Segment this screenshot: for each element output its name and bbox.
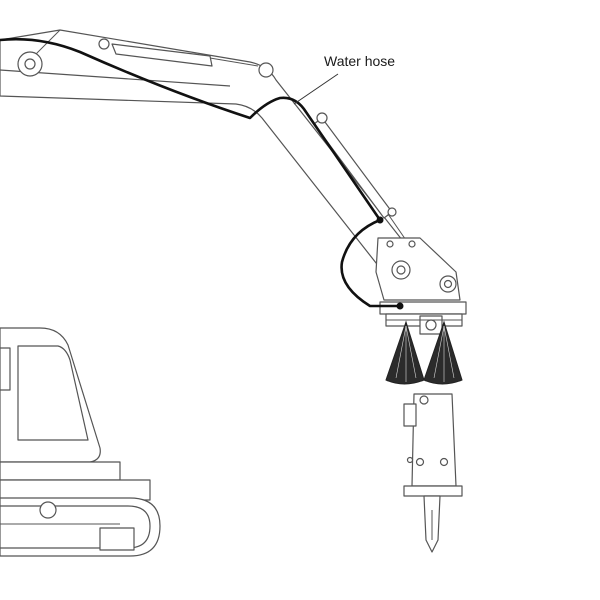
water-hose-label: Water hose xyxy=(324,53,396,69)
excavator-track xyxy=(0,497,161,557)
callout-leader-line xyxy=(293,73,339,105)
excavator-boom xyxy=(0,29,411,269)
hydraulic-breaker-body xyxy=(403,393,463,497)
water-spray-nozzle-right xyxy=(423,320,463,385)
boom-cylinder xyxy=(111,43,259,67)
excavator-body xyxy=(0,461,151,501)
water-hose xyxy=(0,37,404,310)
breaker-head xyxy=(385,313,463,335)
breaker-chisel xyxy=(423,495,441,553)
excavator-cab xyxy=(0,327,101,463)
mounting-bracket xyxy=(375,237,467,315)
water-spray-nozzle-left xyxy=(385,320,425,385)
